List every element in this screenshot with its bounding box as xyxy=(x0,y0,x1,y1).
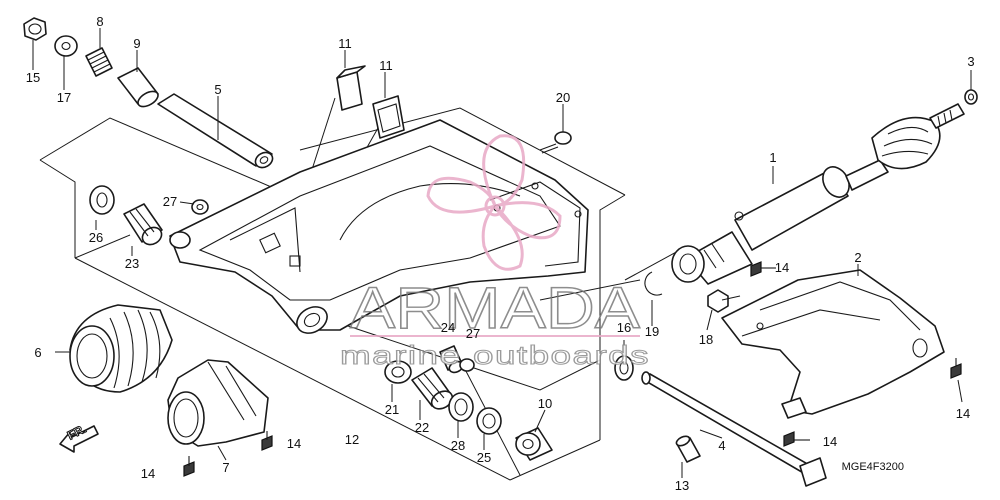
callout-13: 13 xyxy=(675,478,689,493)
part-28-seal xyxy=(448,392,474,422)
callout-leaders xyxy=(32,28,972,478)
callout-3: 3 xyxy=(967,54,974,69)
watermark-propeller-logo xyxy=(426,134,562,271)
watermark-tagline: marine outboards xyxy=(340,340,650,370)
part-19-circlip xyxy=(644,271,663,296)
part-23-needle-bearing xyxy=(123,203,163,246)
part-25-seal xyxy=(476,407,502,435)
part-7-cover xyxy=(167,359,269,447)
callout-27a: 27 xyxy=(163,194,177,209)
callout-11a: 11 xyxy=(338,36,352,51)
part-4-pivot-shaft xyxy=(641,371,827,487)
callout-17: 17 xyxy=(57,90,71,105)
part-11-rubber-cap-b xyxy=(372,95,405,139)
part-15-cap-nut xyxy=(23,17,47,41)
part-6-boot xyxy=(69,304,173,393)
callout-16: 16 xyxy=(617,320,631,335)
callout-24: 24 xyxy=(441,320,455,335)
callout-12: 12 xyxy=(345,432,359,447)
callout-14c: 14 xyxy=(775,260,789,275)
callout-18: 18 xyxy=(699,332,713,347)
part-10-bushing xyxy=(515,427,553,461)
part-11-rubber-cap-a xyxy=(336,65,366,111)
part-14-bolt-e xyxy=(783,431,810,447)
part-1-drive-shaft xyxy=(671,103,965,285)
part-5-pipe xyxy=(157,93,274,169)
part-13-collar xyxy=(675,435,701,463)
callout-19: 19 xyxy=(645,324,659,339)
callout-22: 22 xyxy=(415,420,429,435)
callout-6: 6 xyxy=(34,345,41,360)
part-26-seal xyxy=(89,185,115,215)
callout-25: 25 xyxy=(477,450,491,465)
watermark-brand: ARMADA xyxy=(350,276,640,341)
callout-15: 15 xyxy=(26,70,40,85)
diagram-code: MGE4F3200 xyxy=(842,461,904,473)
callout-labels: 15 17 8 9 5 11 11 20 3 1 2 14 26 23 27 6… xyxy=(26,14,975,493)
callout-9: 9 xyxy=(133,36,140,51)
callout-14d: 14 xyxy=(956,406,970,421)
callout-10: 10 xyxy=(538,396,552,411)
callout-14b: 14 xyxy=(141,466,155,481)
callout-21: 21 xyxy=(385,402,399,417)
part-22-needle-bearing xyxy=(411,367,454,410)
callout-14a: 14 xyxy=(287,436,301,451)
callout-23: 23 xyxy=(125,256,139,271)
front-direction-arrow xyxy=(59,425,99,453)
part-8-threaded-collar xyxy=(85,47,113,77)
callout-14e: 14 xyxy=(823,434,837,449)
callout-20: 20 xyxy=(556,90,570,105)
part-18-bolt xyxy=(707,289,741,313)
callout-5: 5 xyxy=(214,82,221,97)
callout-27b: 27 xyxy=(466,326,480,341)
part-3-circlip xyxy=(964,89,978,105)
part-20-bolt xyxy=(539,131,572,154)
part-2-guard xyxy=(721,269,945,419)
part-14-bolt-c xyxy=(750,261,776,277)
callout-1: 1 xyxy=(769,150,776,165)
part-27-small-part-b xyxy=(459,358,475,372)
part-17-washer xyxy=(54,35,78,57)
part-21-bearing xyxy=(384,360,412,384)
callout-26: 26 xyxy=(89,230,103,245)
watermark: ARMADA marine outboards xyxy=(340,134,650,371)
callout-4: 4 xyxy=(718,438,725,453)
callout-2: 2 xyxy=(854,250,861,265)
part-9-bushing xyxy=(117,67,159,108)
part-14-bolt-d xyxy=(950,358,962,379)
part-27-small-part-a xyxy=(191,199,209,215)
callout-8: 8 xyxy=(96,14,103,29)
part-14-bolt-a xyxy=(261,431,273,451)
callout-7: 7 xyxy=(222,460,229,475)
callout-28: 28 xyxy=(451,438,465,453)
part-14-bolt-b xyxy=(183,456,195,477)
callout-11b: 11 xyxy=(379,58,393,73)
